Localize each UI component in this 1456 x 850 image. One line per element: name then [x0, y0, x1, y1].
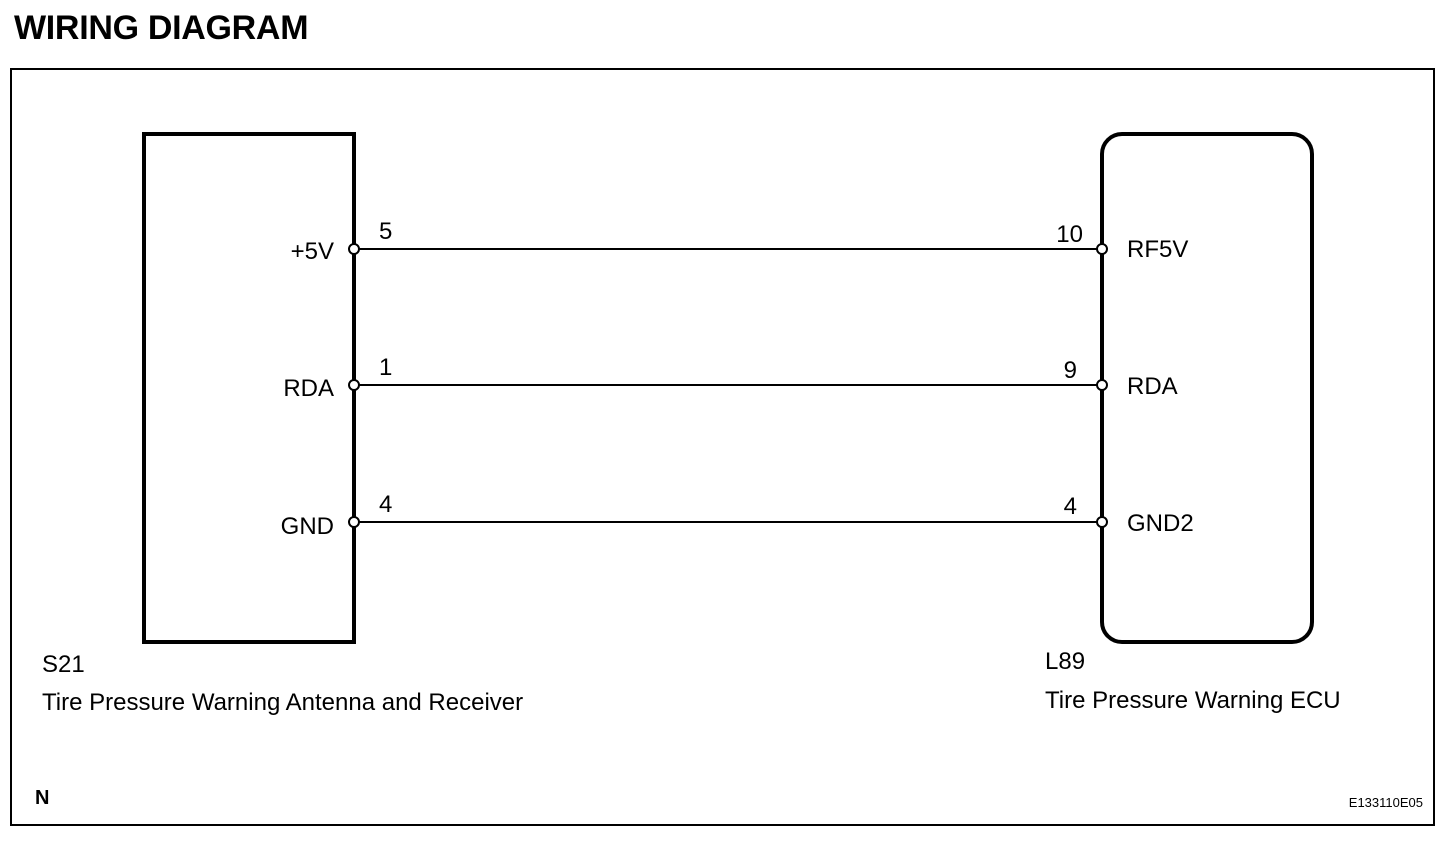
right-pin-number: 4: [1064, 493, 1077, 520]
diagram-frame: [10, 68, 1435, 826]
left-pin-number: 5: [379, 218, 392, 245]
right-pin-label: GND2: [1127, 510, 1194, 537]
right-pin-number: 9: [1064, 357, 1077, 384]
terminal-left-3: [348, 516, 360, 528]
receiver-name: Tire Pressure Warning Antenna and Receiv…: [42, 689, 523, 716]
ecu-code: L89: [1045, 648, 1085, 675]
left-pin-number: 4: [379, 491, 392, 518]
corner-mark: N: [35, 787, 49, 809]
terminal-right-3: [1096, 516, 1108, 528]
right-pin-label: RDA: [1127, 373, 1178, 400]
left-pin-number: 1: [379, 354, 392, 381]
page-title: WIRING DIAGRAM: [14, 9, 309, 47]
ecu-name: Tire Pressure Warning ECU: [1045, 687, 1341, 714]
left-pin-label: GND: [281, 513, 334, 540]
figure-id: E133110E05: [1349, 795, 1423, 810]
left-pin-label: RDA: [283, 375, 334, 402]
right-pin-number: 10: [1056, 221, 1083, 248]
terminal-left-1: [348, 243, 360, 255]
terminal-left-2: [348, 379, 360, 391]
left-pin-label: +5V: [291, 238, 334, 265]
receiver-code: S21: [42, 651, 85, 678]
terminal-right-1: [1096, 243, 1108, 255]
terminal-right-2: [1096, 379, 1108, 391]
right-pin-label: RF5V: [1127, 236, 1188, 263]
